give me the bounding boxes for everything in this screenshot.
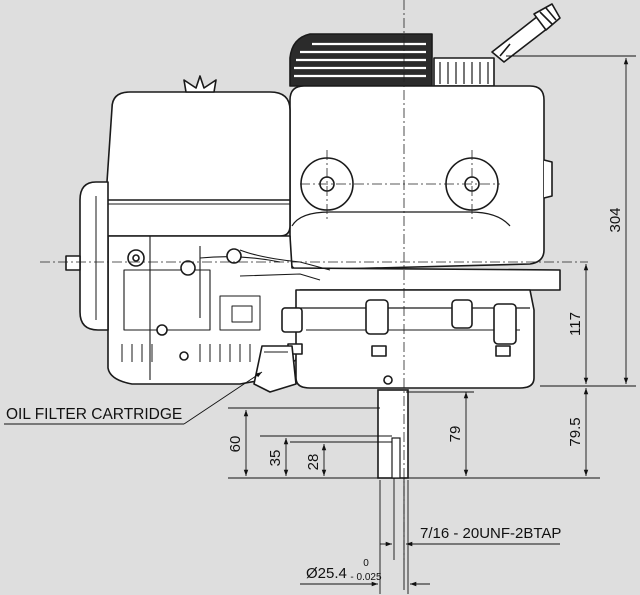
label-tolerance-upper: 0: [363, 558, 369, 569]
dim-60: 60: [227, 436, 244, 453]
dimension-lines: [4, 55, 636, 594]
dimension-labels: OIL FILTER CARTRIDGE 304 117 79.5 79 60 …: [6, 207, 624, 583]
crankcase: [295, 289, 535, 389]
dim-117: 117: [567, 312, 584, 336]
dim-35: 35: [267, 450, 284, 467]
crankcase-bolts: [281, 299, 517, 357]
dim-28: 28: [305, 454, 322, 471]
center-lines: [40, 0, 588, 560]
pto-shaft: [377, 389, 409, 479]
label-tolerance-lower: - 0.025: [350, 572, 382, 583]
carburetor: [107, 235, 561, 385]
engine-outline: [65, 3, 561, 393]
oil-filter-cartridge: [253, 345, 297, 393]
wing-nut: [183, 75, 217, 93]
spark-plug: [491, 3, 561, 63]
dim-304: 304: [607, 207, 624, 232]
label-tap: 7/16 - 20UNF-2BTAP: [420, 525, 561, 542]
recoil-side: [79, 181, 109, 331]
dim-79-5: 79.5: [567, 417, 584, 446]
cooling-fins: [289, 33, 495, 87]
label-oil-filter: OIL FILTER CARTRIDGE: [6, 406, 182, 423]
dim-79: 79: [447, 426, 464, 443]
bracket-ribs: [121, 295, 261, 362]
label-shaft-diameter: Ø25.4: [306, 565, 347, 582]
air-cleaner: [103, 91, 291, 237]
